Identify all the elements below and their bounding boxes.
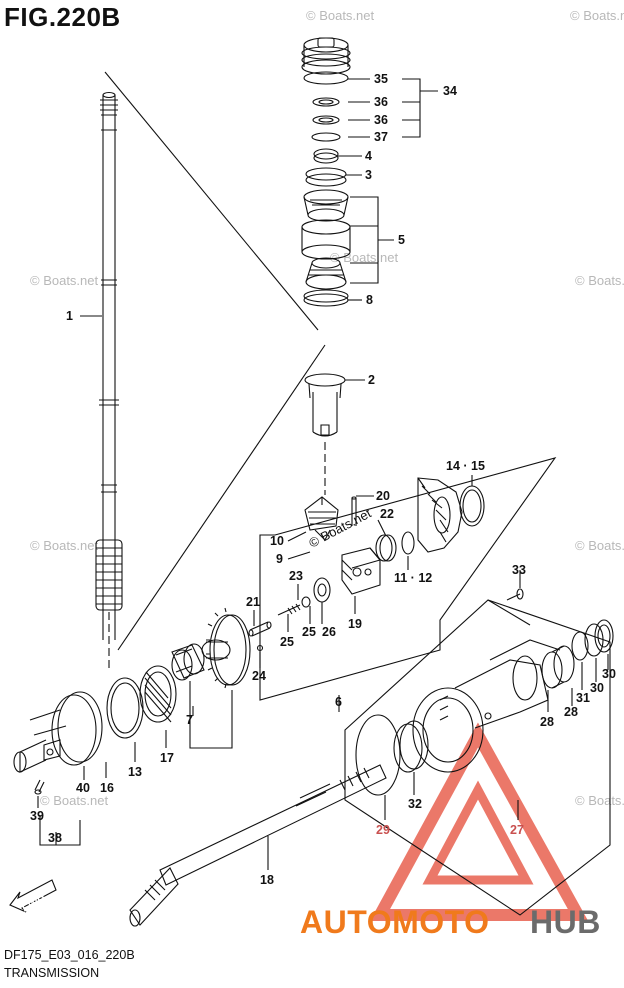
callout-9: 9 — [276, 552, 283, 566]
guide-line — [104, 71, 319, 331]
seals-30 — [584, 619, 614, 657]
callout-30: 30 — [602, 667, 616, 681]
upper-bearing-housing — [301, 37, 351, 307]
part-labels: 35 36 36 37 34 4 3 5 8 2 1 14 · 15 20 22… — [20, 72, 616, 915]
watermark-text: © Boats.net — [575, 793, 624, 808]
line-art — [9, 37, 614, 927]
driveshaft-sleeve — [304, 373, 346, 495]
callout-36: 36 — [374, 95, 388, 109]
callout-32: 32 — [408, 797, 422, 811]
shim-14-15 — [459, 485, 485, 527]
watermark-text: © Boats.net — [330, 250, 399, 265]
seal-31 — [571, 631, 589, 661]
callout-30: 30 — [590, 681, 604, 695]
fwd-arrow-icon — [9, 879, 57, 913]
callout-4: 4 — [365, 149, 372, 163]
forward-gear — [417, 477, 463, 553]
bearing-28 — [541, 645, 575, 689]
propeller-shaft-housing — [412, 639, 561, 773]
callout-39: 39 — [30, 809, 44, 823]
callout-10: 10 — [270, 534, 284, 548]
callout-11-12: 11 · 12 — [394, 571, 432, 585]
callout-14-15: 14 · 15 — [446, 459, 485, 473]
callout-22: 22 — [380, 507, 394, 521]
callout-1: 1 — [66, 309, 73, 323]
callout-20: 20 — [376, 489, 390, 503]
assembly-outline — [259, 457, 557, 701]
callout-33: 33 — [512, 563, 526, 577]
callout-24: 24 — [252, 669, 266, 683]
watermark-text: © Boats.net — [570, 8, 624, 23]
callout-38: 38 — [48, 831, 62, 845]
lower-assembly-outline — [344, 599, 611, 916]
reverse-gear — [201, 607, 251, 689]
o-ring-29 — [355, 714, 401, 796]
callout-5: 5 — [398, 233, 405, 247]
callout-31: 31 — [576, 691, 590, 705]
leader-lines — [37, 78, 609, 870]
logo-triangle-outer — [369, 722, 589, 921]
thrust-bearing — [139, 665, 177, 723]
pin-20 — [351, 496, 357, 526]
ball-24 — [256, 644, 264, 652]
watermark-text: © Boats.net — [575, 273, 624, 288]
logo-triangle-inner — [422, 780, 534, 885]
retainer-22 — [375, 534, 397, 562]
callout-34: 34 — [443, 84, 457, 98]
callout-37: 37 — [374, 130, 388, 144]
callout-2: 2 — [368, 373, 375, 387]
callout-18: 18 — [260, 873, 274, 887]
washer-13 — [106, 677, 144, 739]
guide-line — [487, 599, 531, 626]
callout-19: 19 — [348, 617, 362, 631]
bearing-32 — [393, 720, 429, 773]
callout-16: 16 — [100, 781, 114, 795]
clutch-assembly — [13, 691, 103, 795]
diagram-caption: TRANSMISSION — [4, 966, 100, 980]
spacer-11-12 — [401, 531, 415, 555]
callout-28: 28 — [540, 715, 554, 729]
logo-text-automoto: AUTOMOTO — [300, 904, 489, 940]
callout-28: 28 — [564, 705, 578, 719]
bolt-33 — [506, 588, 524, 601]
pin-21 — [248, 621, 272, 637]
watermark-text: © Boats.net — [306, 8, 375, 23]
callout-7: 7 — [186, 713, 193, 727]
automotohub-logo: AUTOMOTO HUB — [300, 722, 601, 940]
figure-title: FIG.220B — [4, 2, 121, 32]
callout-36: 36 — [374, 113, 388, 127]
callout-23: 23 — [289, 569, 303, 583]
watermark-text: © Boats.net — [30, 538, 99, 553]
guide-line — [117, 344, 326, 651]
needle-bearing — [171, 643, 205, 681]
fwd-label: FWD — [20, 893, 48, 914]
callout-8: 8 — [366, 293, 373, 307]
callout-6: 6 — [335, 695, 342, 709]
callout-29: 29 — [376, 823, 390, 837]
clutch-dog — [341, 547, 381, 595]
callout-35: 35 — [374, 72, 388, 86]
callout-25: 25 — [302, 625, 316, 639]
watermark-text: © Boats.net — [575, 538, 624, 553]
callout-17: 17 — [160, 751, 174, 765]
logo-text-hub: HUB — [530, 904, 601, 940]
driveshaft — [95, 91, 123, 668]
watermark-text: © Boats.net — [30, 273, 99, 288]
diagram-code: DF175_E03_016_220B — [4, 948, 135, 962]
callout-40: 40 — [76, 781, 90, 795]
callout-26: 26 — [322, 625, 336, 639]
watermark-layer: © Boats.net © Boats.net © Boats.net © Bo… — [30, 8, 624, 808]
propeller-shaft — [129, 764, 387, 927]
callout-27: 27 — [510, 823, 524, 837]
callout-25: 25 — [280, 635, 294, 649]
callout-3: 3 — [365, 168, 372, 182]
watermark-text: © Boats.net — [40, 793, 109, 808]
callout-21: 21 — [246, 595, 260, 609]
callout-13: 13 — [128, 765, 142, 779]
